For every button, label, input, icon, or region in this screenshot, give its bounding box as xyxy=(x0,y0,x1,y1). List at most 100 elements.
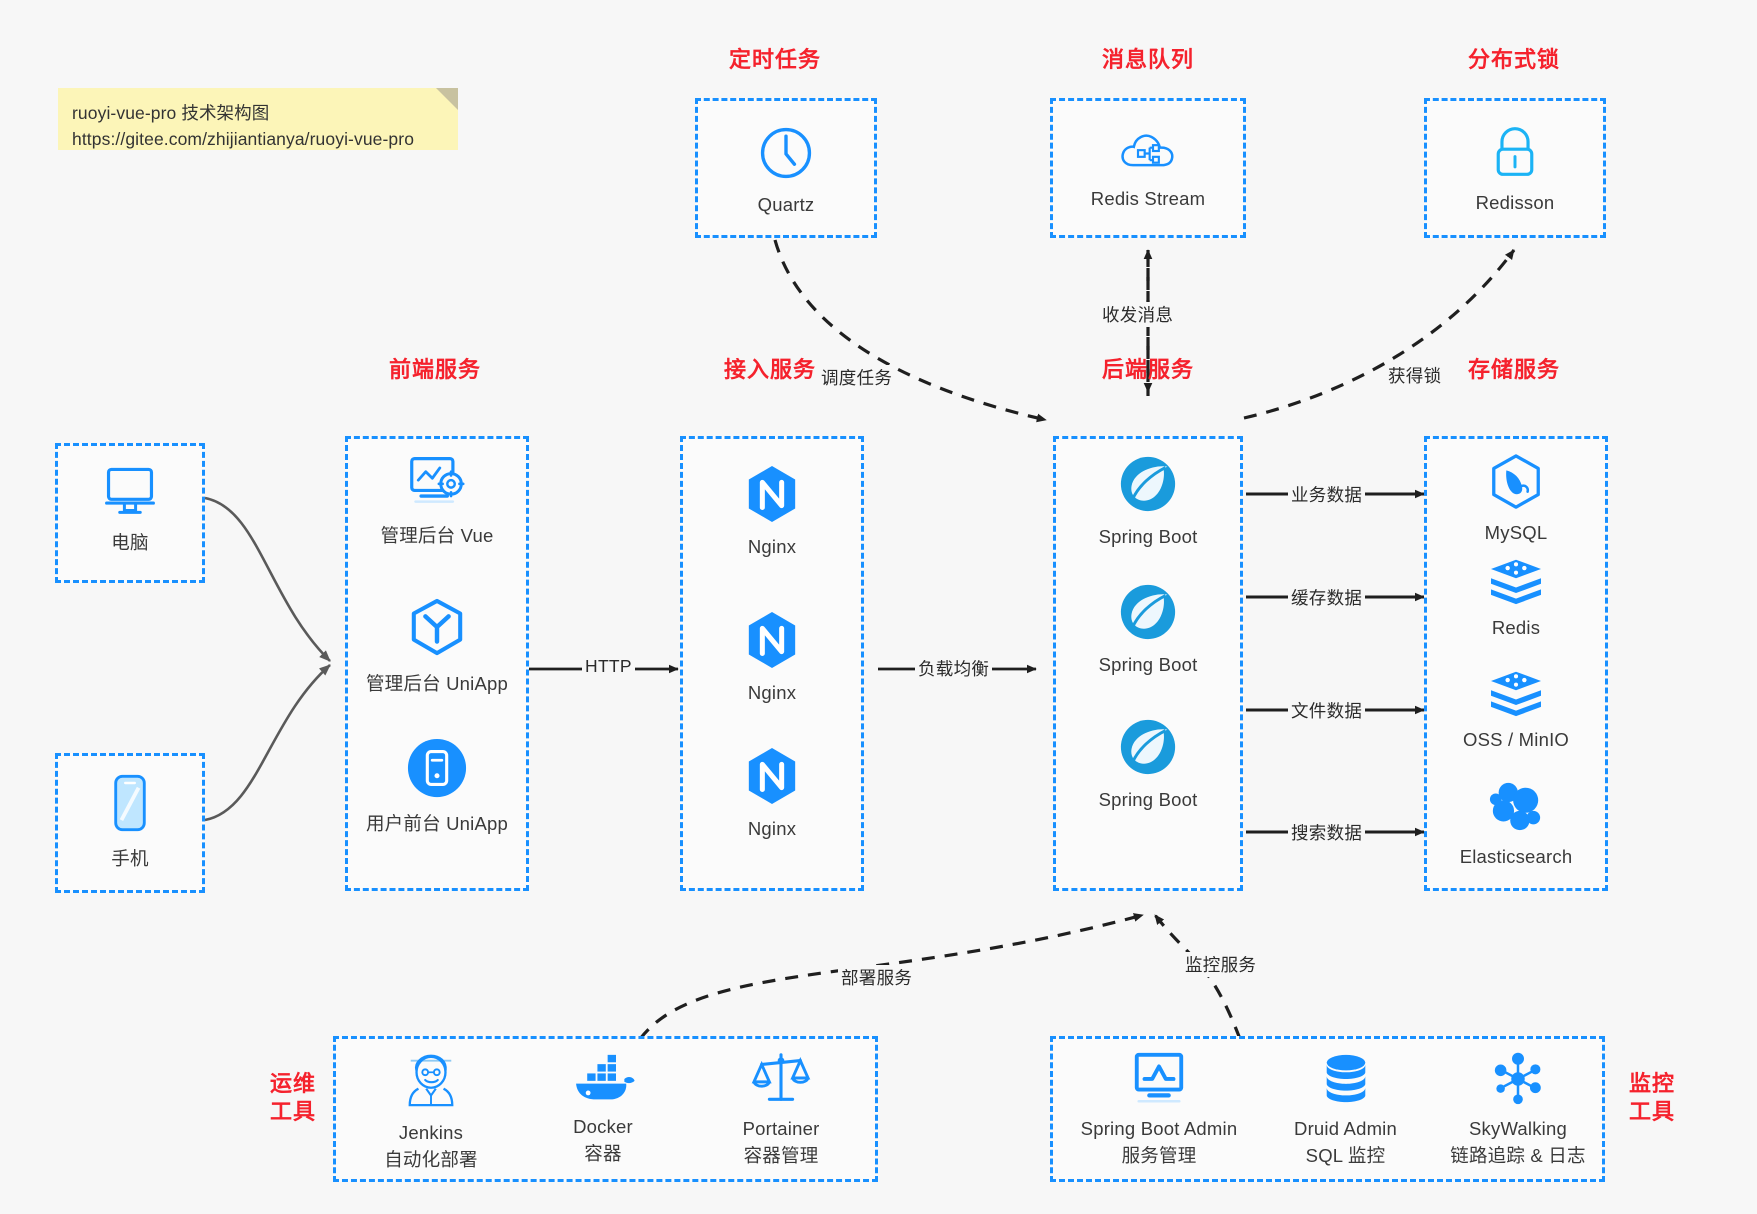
node-sublabel: 容器管理 xyxy=(743,1145,819,1166)
note-line-1: ruoyi-vue-pro 技术架构图 xyxy=(72,103,270,123)
cloud-stream-icon xyxy=(1053,125,1243,182)
group-monitor: Spring Boot Admin 服务管理 Druid Admin SQL 监… xyxy=(1050,1036,1605,1182)
edge-label-monitor-service: 监控服务 xyxy=(1182,952,1260,977)
caption-scheduler: 定时任务 xyxy=(728,47,821,72)
monitor-chart-icon xyxy=(1059,1049,1259,1112)
title-note: ruoyi-vue-pro 技术架构图 https://gitee.com/zh… xyxy=(58,88,458,150)
node-label: Redis Stream xyxy=(1090,188,1206,209)
node-spring-boot-1[interactable]: Spring Boot xyxy=(1056,453,1240,548)
node-oss-minio[interactable]: OSS / MinIO xyxy=(1427,668,1605,751)
group-client-desktop: 电脑 xyxy=(55,443,205,583)
group-mq: Redis Stream xyxy=(1050,98,1246,238)
node-phone[interactable]: 手机 xyxy=(58,772,202,871)
caption-monitor-line-1: 监控 xyxy=(1628,1071,1675,1096)
node-nginx-1[interactable]: Nginx xyxy=(683,463,861,558)
node-admin-vue[interactable]: 管理后台 Vue xyxy=(348,453,526,548)
portainer-icon xyxy=(691,1049,871,1112)
node-label: 手机 xyxy=(111,848,149,869)
edge-label-acquire-lock: 获得锁 xyxy=(1385,363,1445,388)
clock-icon xyxy=(698,123,874,188)
dashboard-settings-icon xyxy=(348,453,526,516)
node-label: OSS / MinIO xyxy=(1462,729,1570,750)
node-nginx-3[interactable]: Nginx xyxy=(683,745,861,840)
nginx-icon xyxy=(683,745,861,812)
node-label: Nginx xyxy=(747,818,797,839)
group-client-phone: 手机 xyxy=(55,753,205,893)
spring-icon xyxy=(1056,581,1240,648)
node-sublabel: SQL 监控 xyxy=(1305,1145,1386,1166)
edge-label-cache-data: 缓存数据 xyxy=(1288,585,1366,610)
group-gateway: Nginx Nginx Nginx xyxy=(680,436,864,891)
note-fold-icon xyxy=(436,88,458,110)
node-quartz[interactable]: Quartz xyxy=(698,123,874,216)
node-user-uniapp[interactable]: 用户前台 UniApp xyxy=(348,737,526,836)
node-admin-uniapp[interactable]: 管理后台 UniApp xyxy=(348,597,526,696)
node-spring-boot-2[interactable]: Spring Boot xyxy=(1056,581,1240,676)
edge-label-schedule-task: 调度任务 xyxy=(818,365,896,390)
skywalking-icon xyxy=(1428,1051,1608,1112)
edge-label-mq-exchange: 收发消息 xyxy=(1099,302,1177,327)
node-portainer[interactable]: Portainer 容器管理 xyxy=(691,1049,871,1168)
node-label: Nginx xyxy=(747,682,797,703)
node-sublabel: 服务管理 xyxy=(1121,1145,1197,1166)
node-label: Spring Boot xyxy=(1098,654,1198,675)
group-frontend: 管理后台 Vue 管理后台 UniApp 用户前台 UniApp xyxy=(345,436,529,891)
edge-label-load-balance: 负载均衡 xyxy=(915,656,993,681)
redis-icon xyxy=(1427,556,1605,611)
node-skywalking[interactable]: SkyWalking 链路追踪 & 日志 xyxy=(1428,1051,1608,1168)
node-druid-admin[interactable]: Druid Admin SQL 监控 xyxy=(1258,1053,1433,1168)
node-redis[interactable]: Redis xyxy=(1427,556,1605,639)
caption-monitor-line-2: 工具 xyxy=(1628,1098,1675,1124)
node-sublabel: 自动化部署 xyxy=(384,1149,478,1170)
group-storage: MySQL Redis xyxy=(1424,436,1608,891)
caption-backend: 后端服务 xyxy=(1101,357,1194,382)
group-devops: Jenkins 自动化部署 xyxy=(333,1036,878,1182)
node-redis-stream[interactable]: Redis Stream xyxy=(1053,125,1243,210)
mobile-app-icon xyxy=(348,737,526,804)
docker-icon xyxy=(518,1053,688,1110)
nginx-icon xyxy=(683,463,861,530)
node-label: Nginx xyxy=(747,536,797,557)
edge-label-business-data: 业务数据 xyxy=(1288,482,1366,507)
spring-icon xyxy=(1056,716,1240,783)
node-label: Docker xyxy=(573,1116,633,1137)
database-icon xyxy=(1258,1053,1433,1112)
node-elasticsearch[interactable]: Elasticsearch xyxy=(1427,779,1605,868)
oss-icon xyxy=(1427,668,1605,723)
caption-storage: 存储服务 xyxy=(1467,357,1560,382)
nginx-icon xyxy=(683,609,861,676)
node-spring-boot-3[interactable]: Spring Boot xyxy=(1056,716,1240,811)
caption-devops-line-1: 运维 xyxy=(269,1071,316,1096)
node-label: Portainer xyxy=(742,1118,820,1139)
node-label: Redisson xyxy=(1475,192,1555,213)
group-backend: Spring Boot Spring Boot Spring Boot xyxy=(1053,436,1243,891)
node-label: Quartz xyxy=(757,194,815,215)
node-mysql[interactable]: MySQL xyxy=(1427,453,1605,544)
caption-monitor: 监控 工具 xyxy=(1617,1070,1687,1125)
caption-frontend: 前端服务 xyxy=(388,357,481,382)
jenkins-icon xyxy=(346,1049,516,1116)
phone-icon xyxy=(58,772,202,839)
node-redisson[interactable]: Redisson xyxy=(1427,123,1603,214)
node-label: Spring Boot xyxy=(1098,789,1198,810)
caption-devops: 运维 工具 xyxy=(258,1070,328,1125)
uniapp-icon xyxy=(348,597,526,664)
edge-label-search-data: 搜索数据 xyxy=(1288,820,1366,845)
node-nginx-2[interactable]: Nginx xyxy=(683,609,861,704)
node-label: Druid Admin xyxy=(1294,1118,1397,1139)
desktop-icon xyxy=(58,462,202,523)
group-scheduler: Quartz xyxy=(695,98,877,238)
node-label: 用户前台 UniApp xyxy=(365,813,509,834)
node-spring-boot-admin[interactable]: Spring Boot Admin 服务管理 xyxy=(1059,1049,1259,1168)
node-sublabel: 容器 xyxy=(584,1143,622,1164)
node-jenkins[interactable]: Jenkins 自动化部署 xyxy=(346,1049,516,1172)
node-desktop[interactable]: 电脑 xyxy=(58,462,202,555)
node-label: SkyWalking xyxy=(1469,1118,1567,1139)
mysql-icon xyxy=(1427,453,1605,516)
node-label: Spring Boot xyxy=(1098,526,1198,547)
node-docker[interactable]: Docker 容器 xyxy=(518,1053,688,1166)
edge-label-deploy-service: 部署服务 xyxy=(838,965,916,990)
group-lock: Redisson xyxy=(1424,98,1606,238)
caption-lock: 分布式锁 xyxy=(1467,47,1560,72)
